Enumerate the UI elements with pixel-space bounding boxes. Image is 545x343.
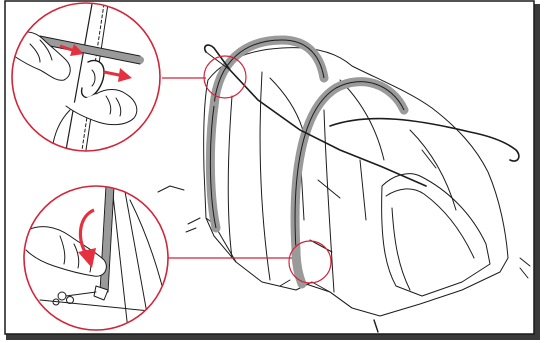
detail-circle-top: [12, 3, 160, 151]
detail-circle-bottom: [24, 186, 170, 330]
